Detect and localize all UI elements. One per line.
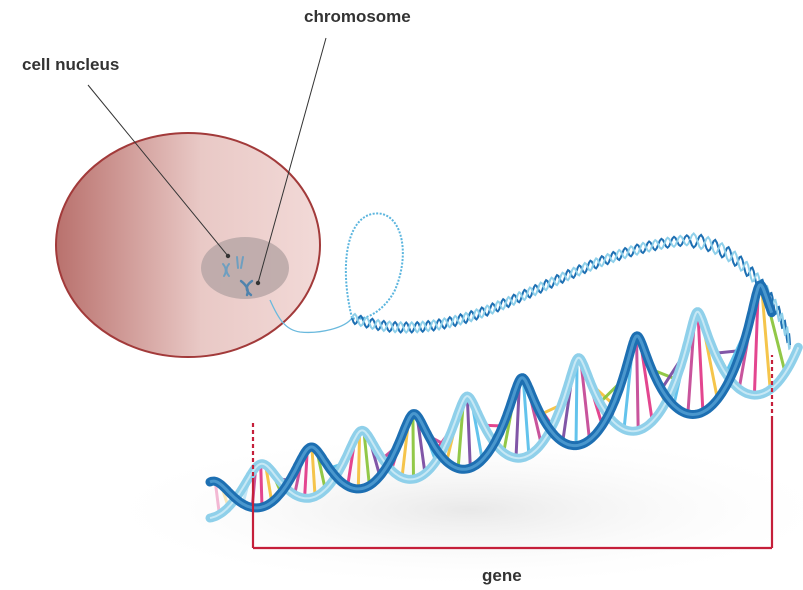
base-pair xyxy=(261,464,262,507)
base-pair xyxy=(637,336,639,430)
base-pair xyxy=(413,414,414,479)
cell-nucleus xyxy=(201,237,289,299)
background-shadow xyxy=(90,430,803,590)
cell-nucleus-leader-dot xyxy=(226,254,230,258)
dna-fiber xyxy=(352,234,790,349)
dna-coil-loop xyxy=(346,213,403,318)
gene-label: gene xyxy=(482,566,522,586)
cell xyxy=(56,133,320,357)
chromosome-leader-dot xyxy=(256,281,260,285)
cell-nucleus-label: cell nucleus xyxy=(22,55,119,75)
chromosome-label: chromosome xyxy=(304,7,411,27)
